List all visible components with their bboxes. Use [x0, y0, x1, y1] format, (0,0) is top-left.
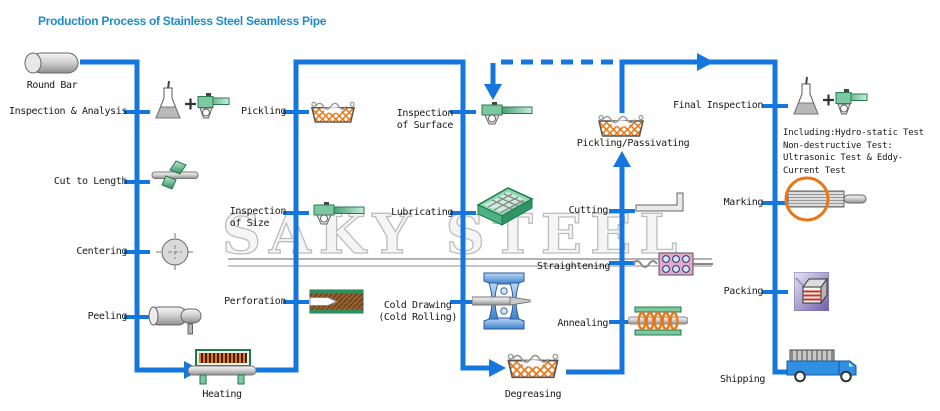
step-label-inspection-analysis: Inspection & Analysis [8, 106, 127, 117]
step-label-pickling: Pickling [241, 106, 286, 117]
caliper-icon [480, 101, 534, 125]
acid-bath-icon [596, 112, 646, 138]
step-label-round-bar: Round Bar [26, 80, 78, 91]
final-inspection-note: Including:Hydro-static Test Non-destruct… [783, 128, 924, 176]
step-label-straightening: Straightening [536, 261, 610, 272]
step-label-shipping: Shipping [720, 374, 765, 385]
step-label-inspection-of-surface: Inspection of Surface [396, 108, 454, 131]
heating-furnace-icon [187, 349, 257, 387]
flow-col2-col3 [256, 59, 489, 373]
acid-bath-icon [505, 350, 561, 380]
watermark-underline-2 [228, 265, 712, 267]
delivery-truck-icon [786, 347, 864, 383]
step-label-cold-drawing: Cold Drawing (Cold Rolling) [378, 300, 457, 323]
straightener-rolls-icon [633, 250, 713, 278]
step-label-annealing: Annealing [557, 318, 608, 329]
crosshair-icon [156, 233, 194, 271]
arrowhead-up-to-passivating [613, 151, 631, 167]
packing-box-icon [794, 272, 829, 311]
flask-caliper-icon [148, 80, 230, 128]
drawing-mill-icon [472, 271, 536, 331]
step-label-inspection-of-size: Inspection of Size [229, 206, 287, 229]
step-label-cutting: Cutting [568, 205, 609, 216]
watermark-underline-1 [228, 258, 712, 260]
bar-cutter-icon [150, 160, 200, 190]
flow-col4-upper-col5 [619, 59, 788, 375]
round-bar-icon [22, 50, 82, 76]
step-label-final-inspection: Final Inspection [673, 100, 763, 111]
arrowhead-to-final-column [697, 53, 714, 71]
step-label-pickling-passivating: Pickling/Passivating [576, 138, 690, 149]
marked-pipe-icon [783, 176, 871, 222]
step-label-peeling: Peeling [87, 311, 128, 322]
step-label-heating: Heating [202, 389, 242, 400]
step-label-lubricating: Lubricating [391, 207, 453, 218]
piercing-die-icon [308, 288, 365, 315]
step-label-centering: Centering [76, 246, 127, 257]
annealing-coil-furnace-icon [628, 306, 688, 336]
step-label-marking: Marking [723, 197, 764, 208]
arrowhead-to-degreasing [489, 359, 506, 377]
flow-col4-lower [566, 213, 625, 375]
cut-pipe-icon [634, 190, 688, 216]
lubrication-basket-icon [474, 183, 536, 230]
acid-bath-icon [309, 99, 357, 124]
caliper-icon [312, 201, 366, 225]
flow-col1 [80, 59, 184, 373]
peeled-bar-icon [148, 303, 204, 335]
page-title: Production Process of Stainless Steel Se… [38, 14, 327, 28]
flask-caliper-icon [786, 76, 868, 124]
arrowhead-dashed-down [484, 84, 502, 100]
step-label-degreasing: Degreasing [504, 389, 562, 400]
step-label-packing: Packing [723, 286, 764, 297]
step-label-cut-to-length: Cut to Length [53, 176, 127, 187]
step-label-perforation: Perforation [224, 296, 286, 307]
